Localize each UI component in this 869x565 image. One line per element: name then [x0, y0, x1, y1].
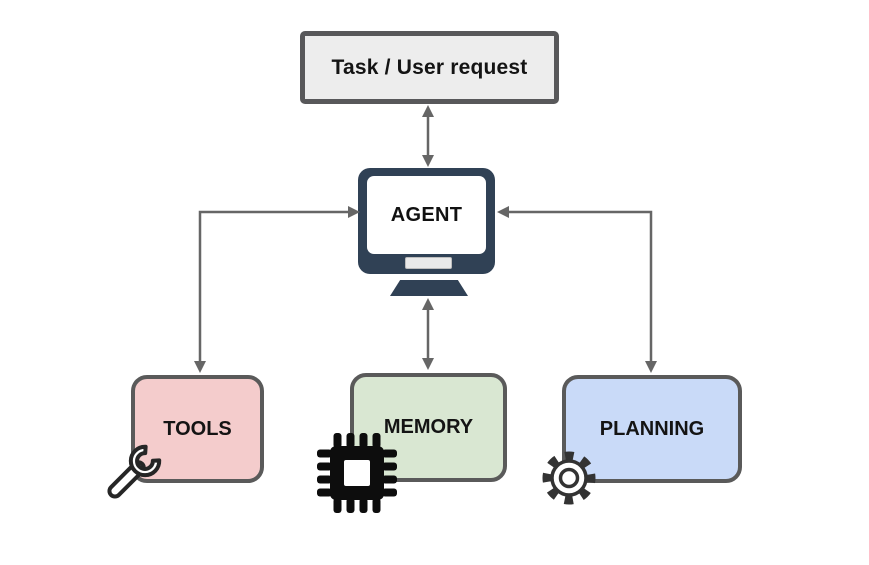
task-user-request-box: Task / User request [300, 31, 559, 104]
memory-label: MEMORY [383, 416, 474, 438]
agent-label: AGENT [390, 203, 463, 226]
agent-monitor-stand [390, 280, 468, 296]
agent-monitor-screen: AGENT [367, 176, 486, 254]
connector-task-agent [422, 105, 434, 167]
tools-box: TOOLS [131, 375, 264, 483]
connector-agent-memory [422, 298, 434, 370]
planning-label: PLANNING [599, 417, 705, 440]
agent-monitor-slot [405, 257, 452, 269]
planning-box: PLANNING [562, 375, 742, 483]
tools-label: TOOLS [163, 417, 232, 440]
task-user-request-label: Task / User request [331, 55, 528, 79]
connector-agent-tools [194, 206, 360, 373]
memory-box: MEMORY [350, 373, 507, 482]
connector-agent-planning [497, 206, 657, 373]
agent-monitor-icon: AGENT [358, 168, 495, 274]
